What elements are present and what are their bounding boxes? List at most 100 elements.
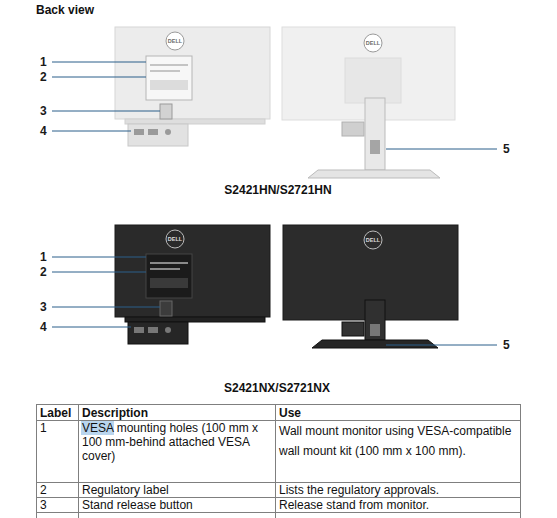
leader-line [52,307,160,308]
leader-line [52,257,146,258]
table-cell: Use [276,405,521,421]
stand-release-button [160,104,172,119]
leader-lines [52,62,497,345]
callout-number: 5 [503,338,510,352]
monitor-back-dark [115,225,270,344]
table-cell: Release stand from monitor. [276,498,521,513]
label-print [150,70,180,72]
port-area [342,122,364,136]
label-print [150,64,188,66]
port [148,327,158,333]
table-header: Label [40,406,75,420]
table-cell [276,513,521,518]
table-text: Stand release button [82,498,272,512]
table-text: Wall mount monitor using VESA-compatible… [279,421,517,461]
table-cell: Label [37,405,79,421]
leader-line [52,131,131,132]
stand-base [312,340,438,348]
label-print [150,268,180,270]
stand-base [308,170,440,178]
label-print [150,262,188,264]
callout-number: 1 [40,250,47,264]
port [165,129,171,135]
cable-slot [370,140,380,154]
page-heading: Back view [36,3,94,17]
leader-line [52,62,146,63]
table-header: Use [279,406,517,420]
table-header: Description [82,406,272,420]
table-row: 3 Stand release button Release stand from … [37,498,521,513]
table-text: VESA mounting holes (100 mm x 100 mm-beh… [82,421,272,463]
stand-column [365,98,385,170]
regulatory-sticker [150,278,188,288]
port-area [128,124,188,146]
monitor-stand-dark [283,225,458,348]
leader-line [386,345,497,346]
table-text: Lists the regulatory approvals. [279,483,517,497]
port [134,129,144,135]
brand-logo: DELL [168,38,182,44]
table-text: 1 [40,421,75,435]
table-cell: Stand release button [79,498,276,513]
monitor-panel [115,225,270,317]
table-cell: 1 [37,421,79,483]
table-cell [37,513,79,518]
table-row [37,513,521,518]
port-area [128,322,188,344]
table-cell: 2 [37,483,79,498]
port [148,129,158,135]
brand-logo: DELL [366,237,380,243]
callout-number: 4 [40,124,47,138]
table-cell [79,513,276,518]
vesa-cover [345,58,401,103]
leader-line [52,272,146,273]
table-text: 3 [40,498,75,512]
brand-logo: DELL [168,236,182,242]
callout-number: 2 [40,70,47,84]
port [134,327,144,333]
model-caption: S2421NX/S2721NX [224,381,330,395]
regulatory-sticker [150,80,188,90]
callout-number: 1 [40,55,47,69]
vesa-cover [146,56,192,100]
monitor-stand-white [282,27,455,178]
table-cell: Lists the regulatory approvals. [276,483,521,498]
bottom-bezel [125,119,265,124]
table-cell: Regulatory label [79,483,276,498]
callout-number: 5 [503,142,510,156]
callout-number: 3 [40,300,47,314]
monitor-back-white [115,27,270,146]
callout-number: 4 [40,320,47,334]
logo-ring [166,32,184,50]
logo-ring [166,230,184,248]
brand-logo: DELL [366,40,380,46]
table-text: Regulatory label [82,483,272,497]
stand-release-button [160,301,172,316]
model-caption: S2421HN/S2721HN [224,183,331,197]
callout-number: 3 [40,104,47,118]
table-text: Release stand from monitor. [279,498,517,512]
monitor-panel [115,27,270,119]
leader-line [52,77,146,78]
table-row: 2 Regulatory label Lists the regulatory ap… [37,483,521,498]
logo-ring [364,34,382,52]
port [165,327,171,333]
table-cell: 3 [37,498,79,513]
stand-column [365,300,385,340]
table-row: 1 VESA mounting holes (100 mm x 100 mm-be… [37,421,521,483]
logo-ring [364,231,382,249]
bottom-bezel [125,317,265,322]
table-text: 2 [40,483,75,497]
cable-slot [370,324,380,336]
callout-number: 2 [40,265,47,279]
table-cell: Wall mount monitor using VESA-compatible… [276,421,521,483]
spec-table: Label Description Use 1 VESA mounting holes … [36,404,521,518]
leader-line [52,327,131,328]
leader-line [386,149,497,150]
table-cell: Description [79,405,276,421]
table-cell: VESA mounting holes (100 mm x 100 mm-beh… [79,421,276,483]
table-row: Label Description Use [37,405,521,421]
port-area [342,322,364,336]
leader-line [52,111,160,112]
vesa-cover [146,254,192,298]
